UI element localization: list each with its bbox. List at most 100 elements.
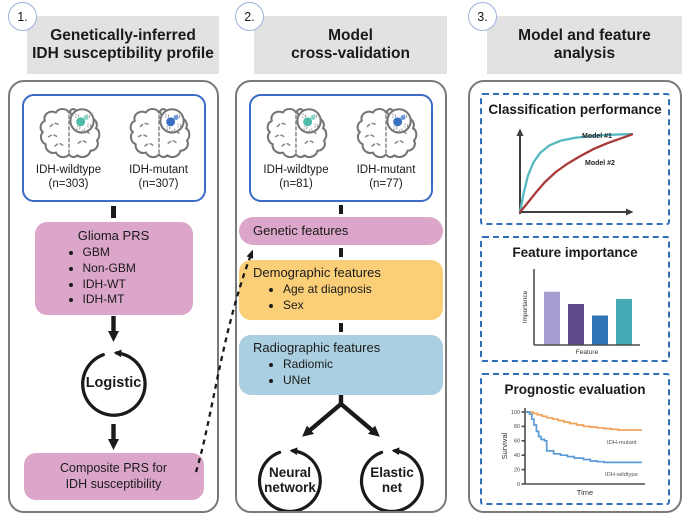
cycle-arrow-icon <box>257 447 322 511</box>
radiographic-features-title: Radiographic features <box>253 339 381 355</box>
glioma-prs-box: Glioma PRS GBM Non-GBM IDH-WT IDH-MT <box>34 221 193 316</box>
model-circles-row: Neural network Elastic net <box>252 443 430 511</box>
brain-mutant-icon <box>356 108 418 159</box>
survival-mutant-label: IDH-mutant <box>607 440 637 446</box>
composite-prs-box: Composite PRS for IDH susceptibility <box>23 453 204 500</box>
brain-wildtype-figure: IDH-wildtype (n=303) <box>28 106 110 192</box>
list-item: IDH-MT <box>83 292 189 308</box>
panel-2-cohort-box: IDH-wildtype (n=81) IDH-mutant (n=77) <box>249 94 433 202</box>
panel-2-body: IDH-wildtype (n=81) IDH-mutant (n=77) <box>235 80 447 513</box>
panel-2-title-line2: cross-validation <box>291 45 410 62</box>
bar-chart: Importance Feature <box>522 269 640 356</box>
cycle-arrow-icon <box>359 447 424 511</box>
panel-3-body: Classification performance Model #1 Mode… <box>468 80 682 513</box>
feature-importance-section: Feature importance Importance Feature <box>480 236 670 362</box>
cohort-wildtype-label: IDH-wildtype (n=81) <box>263 164 329 190</box>
list-item: IDH-WT <box>83 277 189 293</box>
ytick: 40 <box>514 453 520 459</box>
down-arrow-icon <box>108 424 119 451</box>
panel-3-badge: 3. <box>468 2 497 31</box>
prognostic-evaluation-title: Prognostic evaluation <box>504 382 646 397</box>
tumor-dot-large <box>75 117 85 127</box>
survival-chart: 100 80 60 40 20 0 IDH-mutant IDH-wildtyp… <box>500 408 645 497</box>
classification-performance-section: Classification performance Model #1 Mode… <box>480 93 670 225</box>
logistic-cycle: Logistic <box>75 345 153 423</box>
prognostic-evaluation-section: Prognostic evaluation 100 80 60 40 20 0 <box>480 373 670 505</box>
genetic-features-box: Genetic features <box>239 216 443 245</box>
panel-1: 1. Genetically-inferred IDH susceptibili… <box>8 0 219 517</box>
tumor-dot-small <box>173 114 179 120</box>
tumor-dot-large <box>303 117 313 127</box>
glioma-prs-title: Glioma PRS <box>77 227 150 243</box>
bar-xlabel: Feature <box>576 349 599 356</box>
roc-series <box>518 132 634 214</box>
demographic-features-list: Age at diagnosis Sex <box>253 282 437 314</box>
panel-2: 2. Model cross-validation IDH-wildtype (… <box>235 0 447 517</box>
survival-wildtype-label: IDH-wildtype <box>605 472 638 478</box>
panel-1-title-line2: IDH susceptibility profile <box>32 45 214 62</box>
fork-arrows-icon <box>302 394 380 437</box>
demographic-features-box: Demographic features Age at diagnosis Se… <box>239 259 443 320</box>
roc-model1-label: Model #1 <box>582 133 612 140</box>
panel-2-badge: 2. <box>235 2 264 31</box>
panel-3: 3. Model and feature analysis Classifica… <box>468 0 682 517</box>
list-item: Radiomic <box>283 357 437 373</box>
survival-series <box>526 411 642 464</box>
roc-chart: Model #1 Model #2 <box>516 128 634 216</box>
connector-segment <box>338 322 344 332</box>
down-arrow-icon <box>108 316 119 343</box>
ytick: 20 <box>514 467 520 473</box>
bar-series <box>544 291 632 345</box>
list-item: Age at diagnosis <box>283 282 437 298</box>
cycle-arrow-icon <box>80 349 147 418</box>
panel-2-title-line1: Model <box>328 26 373 44</box>
cohort-mutant-label: IDH-mutant (n=307) <box>129 164 188 190</box>
panel-2-title: Model cross-validation <box>254 16 447 74</box>
classification-performance-title: Classification performance <box>488 102 662 117</box>
list-item: UNet <box>283 373 437 389</box>
brain-mutant-figure: IDH-mutant (n=77) <box>345 106 427 192</box>
panel-3-title-line1: Model and feature <box>518 26 651 44</box>
tumor-dot-large <box>393 117 403 127</box>
genetic-features-title: Genetic features <box>253 222 349 238</box>
list-item: GBM <box>83 245 189 261</box>
demographic-features-title: Demographic features <box>253 264 381 280</box>
ytick: 100 <box>511 410 520 416</box>
bar-ylabel: Importance <box>522 290 529 323</box>
glioma-prs-list: GBM Non-GBM IDH-WT IDH-MT <box>39 245 189 308</box>
panel-1-title-line1: Genetically-inferred <box>50 26 196 44</box>
elastic-net-cycle: Elastic net <box>354 443 430 511</box>
connector-segment <box>338 204 344 214</box>
list-item: Non-GBM <box>83 261 189 277</box>
tumor-dot-large <box>165 117 175 127</box>
panel-1-badge: 1. <box>8 2 37 31</box>
ytick: 80 <box>514 424 520 430</box>
list-item: Sex <box>283 298 437 314</box>
connector-segment <box>338 247 344 257</box>
tumor-dot-small <box>83 114 89 120</box>
panel-1-cohort-box: IDH-wildtype (n=303) IDH-mutant (n=307) <box>21 94 206 202</box>
panel-3-title: Model and feature analysis <box>487 16 682 74</box>
neural-network-cycle: Neural network <box>252 443 328 511</box>
panel-1-body: IDH-wildtype (n=303) IDH-mutant (n=307) <box>8 80 219 513</box>
feature-importance-title: Feature importance <box>512 245 638 260</box>
elastic-net-label: Elastic net <box>370 464 414 495</box>
ytick: 0 <box>517 482 520 488</box>
connector-segment <box>111 205 116 218</box>
logistic-label: Logistic <box>85 375 142 392</box>
brain-wildtype-icon <box>266 108 328 159</box>
tumor-dot-small <box>400 114 406 120</box>
cohort-mutant-label: IDH-mutant (n=77) <box>356 164 416 190</box>
survival-ylabel: Survival <box>500 432 509 459</box>
radiographic-features-box: Radiographic features Radiomic UNet <box>239 334 443 395</box>
neural-network-label: Neural network <box>264 464 316 495</box>
ytick: 60 <box>514 439 520 445</box>
survival-xlabel: Time <box>577 488 593 497</box>
brain-mutant-figure: IDH-mutant (n=307) <box>118 106 200 192</box>
panel-1-title: Genetically-inferred IDH susceptibility … <box>27 16 219 74</box>
radiographic-features-list: Radiomic UNet <box>253 357 437 389</box>
tumor-dot-small <box>310 114 316 120</box>
roc-model2-label: Model #2 <box>585 160 615 167</box>
brain-mutant-icon <box>129 108 190 159</box>
